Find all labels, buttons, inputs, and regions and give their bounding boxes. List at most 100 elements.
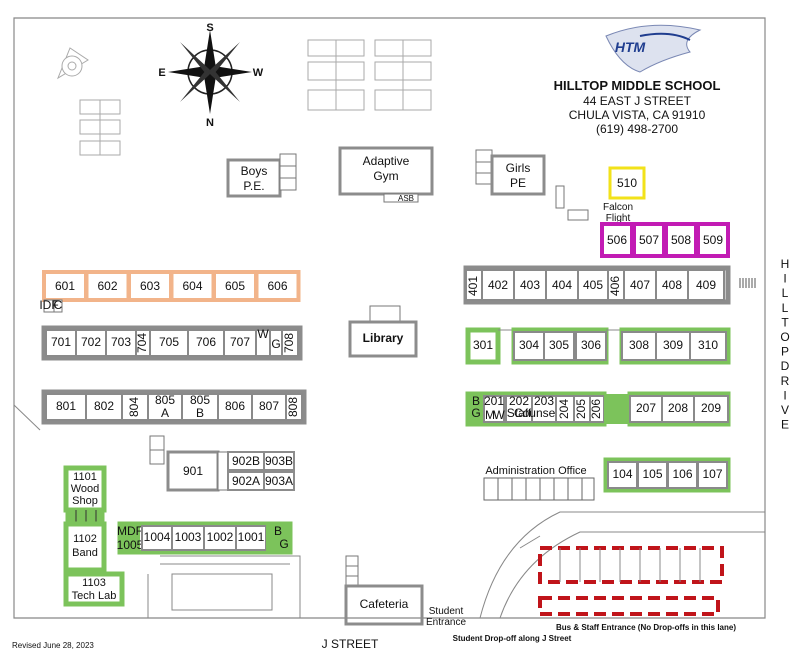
room-label-mdf: MDF (117, 524, 143, 538)
tech-lab-label: Tech Lab (72, 590, 117, 602)
room-label-405: 405 (583, 278, 603, 292)
row-700-outline (41, 325, 303, 361)
room-705 (149, 329, 189, 357)
cafeteria-label: Cafeteria (360, 597, 409, 611)
room-label-b-1000: B (274, 524, 282, 538)
room-1102: 1102 (73, 533, 97, 545)
building-library (348, 305, 418, 358)
room-label-603: 603 (140, 279, 160, 293)
room-208 (661, 395, 695, 423)
room-label-604: 604 (182, 279, 202, 293)
building-cafeteria (344, 555, 424, 626)
baseball-field-icon (56, 47, 89, 80)
room-label-m: M (485, 408, 495, 422)
room-label-309: 309 (663, 338, 683, 352)
room-label-606: 606 (267, 279, 287, 293)
building-girls-pe (475, 149, 546, 196)
room-label-602: 602 (97, 279, 117, 293)
school-address-line1: 44 EAST J STREET (583, 94, 691, 108)
room-808-9 (285, 393, 303, 421)
room-902a: 902A (232, 474, 260, 488)
room-label-509: 509 (703, 233, 723, 247)
room-label-707: 707 (230, 335, 250, 349)
room-1101: 1101 (73, 471, 97, 483)
room-1004 (141, 525, 173, 551)
shop-label: Shop (72, 495, 98, 507)
room-label-703: 703 (111, 335, 131, 349)
wood-label: Wood (71, 483, 100, 495)
dropoff-note: Student Drop-off along J Street (453, 634, 572, 643)
hilltop-drive-letter: E (781, 418, 789, 432)
room-label-805a-letter: A (161, 406, 169, 420)
room-label-203: 203 (534, 394, 554, 408)
hilltop-drive-letter: R (781, 374, 790, 388)
room-409 (687, 269, 725, 301)
room-label-G: G (271, 337, 280, 351)
parking-stalls (559, 548, 701, 582)
room-903a: 903A (265, 474, 293, 488)
parking-area (147, 555, 301, 618)
room-label-107: 107 (702, 467, 722, 481)
hilltop-drive-letter: V (781, 403, 789, 417)
row-800-outline (41, 389, 307, 425)
room-802-1 (85, 393, 123, 421)
compass-n: N (206, 117, 214, 129)
hilltop-drive-letter: L (782, 286, 789, 300)
room-903b: 903B (265, 454, 293, 468)
room-label-301: 301 (473, 338, 493, 352)
room-label-804: 804 (127, 397, 141, 417)
room-label-105: 105 (642, 467, 662, 481)
room-label-808: 808 (286, 397, 300, 417)
compass-rose-icon (168, 30, 252, 114)
revised-date: Revised June 28, 2023 (12, 641, 94, 650)
room-label-401: 401 (466, 276, 480, 296)
room-label-408: 408 (662, 278, 682, 292)
room-label-201: 201 (484, 394, 504, 408)
room-label-205: 205 (574, 399, 588, 419)
building-900 (149, 435, 295, 492)
room-label-305: 305 (549, 338, 569, 352)
room-label-404: 404 (552, 278, 572, 292)
room-706 (187, 329, 225, 357)
room-509 (696, 222, 730, 258)
room-label-g: G (471, 406, 480, 420)
room-label-407: 407 (630, 278, 650, 292)
room-label-W: W (257, 327, 269, 341)
room-label-1002: 1002 (207, 530, 234, 544)
room-label-staff: Staff (507, 406, 532, 420)
hilltop-drive-letter: I (783, 388, 786, 402)
room-label-w: W (493, 408, 505, 422)
boys-pe-label-2: P.E. (243, 179, 264, 193)
room-label-806: 806 (225, 399, 245, 413)
room-label-106: 106 (672, 467, 692, 481)
room-label-310: 310 (698, 338, 718, 352)
room-label-508: 508 (671, 233, 691, 247)
compass-s: S (206, 22, 213, 34)
room-104 (607, 461, 638, 489)
room-label-1004: 1004 (144, 530, 171, 544)
room-107 (697, 461, 728, 489)
idf-label: IDF (39, 298, 58, 312)
hilltop-drive-letter: H (781, 257, 790, 271)
room-405 (577, 269, 609, 301)
adaptive-gym-label-2: Gym (373, 169, 398, 183)
room-label-805b-letter: B (196, 406, 204, 420)
school-phone: (619) 498-2700 (596, 122, 678, 136)
room-label-702: 702 (81, 335, 101, 349)
room-308 (621, 331, 657, 361)
school-name: HILLTOP MIDDLE SCHOOL (554, 78, 721, 93)
bus-staff-note: Bus & Staff Entrance (No Drop-offs in th… (556, 623, 736, 632)
room-label-805a-num: 805 (155, 393, 175, 407)
girls-pe-label-2: PE (510, 176, 526, 190)
room-305 (543, 331, 575, 361)
student-entrance-label-1: Student (429, 606, 464, 617)
room-510-label: 510 (617, 176, 637, 190)
room-label-206: 206 (589, 399, 603, 419)
room-label-704: 704 (135, 333, 149, 353)
building-admin-office (483, 477, 595, 501)
room-label-605: 605 (225, 279, 245, 293)
